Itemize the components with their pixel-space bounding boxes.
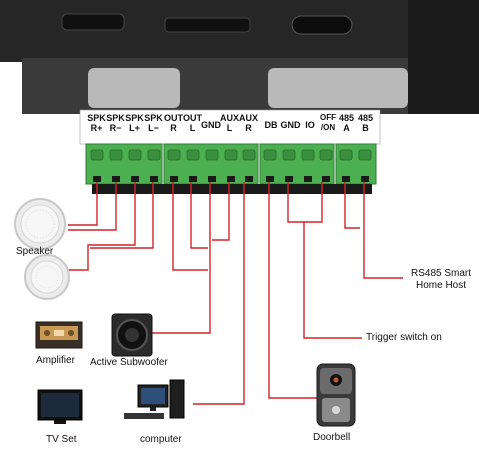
wire-aux-r bbox=[193, 182, 245, 405]
rs485-host-line1: RS485 Smart bbox=[410, 268, 472, 279]
doorbell-icon bbox=[316, 363, 356, 427]
speaker-icon bbox=[14, 198, 66, 250]
terminal-label-out-l: OUT L bbox=[183, 113, 202, 133]
wire-rs485-b bbox=[363, 182, 403, 279]
rs485-host-label: RS485 Smart Home Host bbox=[405, 268, 477, 292]
computer-icon bbox=[124, 379, 185, 419]
wire-aux-l bbox=[212, 182, 230, 241]
terminal-label-spk-r-minus: SPK R− bbox=[106, 113, 125, 133]
terminal-label-line2: R bbox=[245, 123, 252, 133]
terminal-label-line1: DB bbox=[264, 120, 278, 130]
terminal-label-line2: B bbox=[362, 123, 369, 133]
wire-out-r bbox=[172, 182, 208, 271]
speaker-label: Speaker bbox=[16, 246, 54, 257]
terminal-label-off-on: OFF /ON bbox=[318, 113, 338, 133]
terminal-label-db: DB bbox=[261, 120, 281, 130]
terminal-label-spk-r-plus: SPK R+ bbox=[87, 113, 106, 133]
terminal-label-line2: L+ bbox=[129, 123, 140, 133]
terminal-label-line2: A bbox=[343, 123, 350, 133]
terminal-label-line1: IO bbox=[305, 120, 315, 130]
terminal-base bbox=[92, 184, 372, 194]
terminal-screws bbox=[90, 149, 372, 161]
terminal-label-line1: 485 bbox=[357, 113, 374, 123]
terminal-label-rs485-a: 485 A bbox=[337, 113, 356, 133]
wire-db bbox=[268, 182, 317, 399]
terminal-sockets bbox=[93, 176, 369, 182]
subwoofer-label: Active Subwoofer bbox=[90, 357, 168, 368]
terminal-label-spk-l-minus: SPK L− bbox=[144, 113, 163, 133]
terminal-label-line1: SPK bbox=[125, 113, 144, 123]
doorbell-label: Doorbell bbox=[313, 432, 351, 443]
subwoofer-icon bbox=[111, 313, 153, 357]
terminal-label-line2: L− bbox=[148, 123, 159, 133]
wire-gnd-2 bbox=[287, 182, 304, 223]
terminal-label-line1: OFF bbox=[320, 113, 336, 122]
terminal-label-line2: R− bbox=[109, 123, 122, 133]
terminal-label-line1: AUX bbox=[239, 113, 259, 123]
panel-slot-left bbox=[61, 13, 125, 31]
wire-rs485-a bbox=[344, 182, 360, 229]
panel-slot-right bbox=[291, 15, 353, 35]
terminal-label-line1: 485 bbox=[338, 113, 355, 123]
wire-gnd-1 bbox=[150, 182, 211, 334]
panel-window-right bbox=[268, 68, 408, 108]
terminal-label-line2: L bbox=[189, 123, 196, 133]
terminal-label-line1: SPK bbox=[87, 113, 106, 123]
terminal-label-line1: GND bbox=[201, 120, 221, 130]
rs485-host-line2: Home Host bbox=[415, 280, 466, 291]
terminal-label-aux-l: AUX L bbox=[220, 113, 239, 133]
terminal-label-line2: R+ bbox=[90, 123, 103, 133]
amplifier-label: Amplifier bbox=[36, 355, 75, 366]
panel-edge bbox=[408, 0, 479, 114]
terminal-label-line1: OUT bbox=[183, 113, 202, 123]
terminal-label-line2: /ON bbox=[320, 123, 336, 132]
tv-icon bbox=[37, 389, 83, 424]
tv-label: TV Set bbox=[46, 434, 77, 445]
terminal-label-line1: GND bbox=[280, 120, 301, 130]
amplifier-icon bbox=[35, 321, 83, 349]
computer-label: computer bbox=[140, 434, 182, 445]
wires bbox=[68, 182, 403, 405]
speaker-icon-2 bbox=[24, 254, 70, 300]
wire-spk-r-minus bbox=[68, 182, 117, 231]
wire-spk-l-plus bbox=[68, 182, 136, 271]
terminal-label-rs485-b: 485 B bbox=[356, 113, 375, 133]
terminal-label-gnd-1: GND bbox=[201, 120, 221, 130]
terminal-label-aux-r: AUX R bbox=[239, 113, 258, 133]
terminal-label-line1: AUX bbox=[220, 113, 240, 123]
trigger-switch-label: Trigger switch on bbox=[366, 332, 442, 343]
terminal-label-line1: SPK bbox=[106, 113, 125, 123]
terminal-label-line1: SPK bbox=[144, 113, 163, 123]
terminal-label-out-r: OUT R bbox=[164, 113, 183, 133]
terminal-label-line2: R bbox=[170, 123, 177, 133]
wire-io bbox=[303, 182, 362, 339]
terminal-label-gnd-2: GND bbox=[280, 120, 301, 130]
terminal-label-spk-l-plus: SPK L+ bbox=[125, 113, 144, 133]
panel-window-left bbox=[88, 68, 180, 108]
terminal-label-line1: OUT bbox=[164, 113, 183, 123]
panel-slot-middle bbox=[164, 17, 251, 33]
wire-spk-r-plus bbox=[68, 182, 98, 226]
wire-out-l bbox=[190, 182, 208, 249]
wire-spk-l-minus bbox=[90, 182, 154, 249]
terminal-label-line2: L bbox=[226, 123, 233, 133]
terminal-label-io: IO bbox=[300, 120, 320, 130]
